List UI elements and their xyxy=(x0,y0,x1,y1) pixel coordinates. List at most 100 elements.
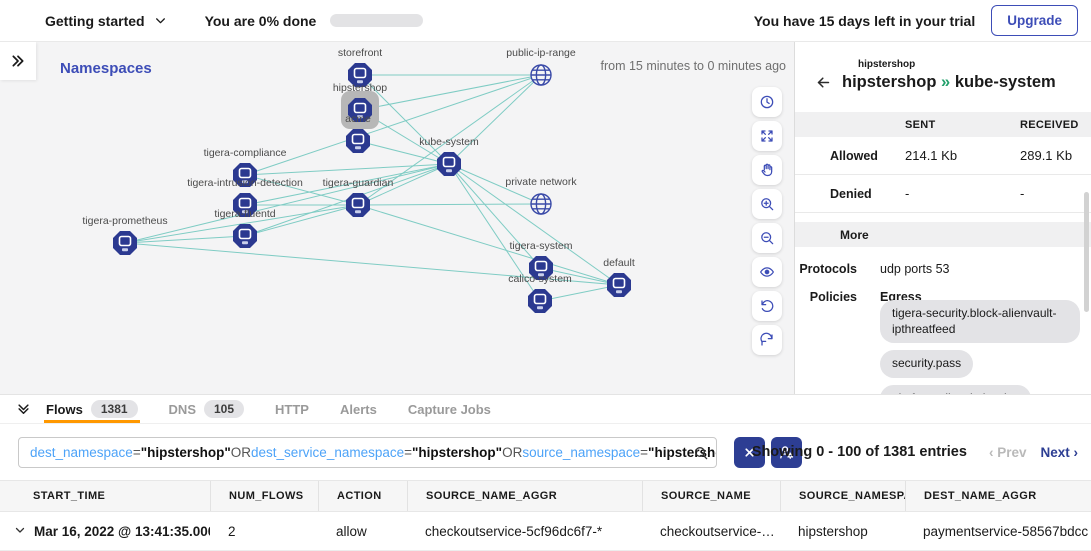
refresh-button[interactable] xyxy=(752,325,782,355)
graph-edge xyxy=(124,163,450,244)
graph-node-label: tigera-guardian xyxy=(322,177,394,189)
getting-started-menu[interactable]: Getting started xyxy=(45,13,167,29)
eye-icon xyxy=(760,267,774,277)
table-cell: paymentservice-58567bdcc xyxy=(923,523,1089,539)
graph-node-label: calico-system xyxy=(508,273,572,285)
policy-pill[interactable]: tigera-security.block-alienvault-ipthrea… xyxy=(880,300,1080,344)
trial-days-text: You have 15 days left in your trial xyxy=(753,12,976,29)
table-cell: checkoutservice-5cf96dc6f7-* xyxy=(425,523,603,539)
policy-pill[interactable]: security.pass xyxy=(880,350,974,378)
prev-page-button[interactable]: ‹ Prev xyxy=(988,444,1027,460)
details-title: hipstershop » kube-system xyxy=(842,73,1056,92)
column-header-start_time[interactable]: START_TIME xyxy=(33,490,106,502)
fit-screen-button[interactable] xyxy=(752,121,782,151)
graph-node-label: tigera-intrusion-detection xyxy=(187,177,303,189)
graph-node-private-network[interactable] xyxy=(526,189,556,224)
query-token-field: dest_service_namespace xyxy=(251,444,405,460)
progress-label: You are 0% done xyxy=(204,12,317,29)
back-arrow-icon[interactable] xyxy=(815,74,832,91)
graph-node-public-ip-range[interactable] xyxy=(526,60,556,95)
chevron-down-icon xyxy=(155,18,165,24)
upgrade-button[interactable]: Upgrade xyxy=(991,5,1078,36)
details-title-separator: » xyxy=(941,73,951,91)
graph-node-default[interactable] xyxy=(606,272,632,303)
pan-hand-button[interactable] xyxy=(752,155,782,185)
flows-search-input[interactable]: dest_namespace = "hipstershop" OR dest_s… xyxy=(18,436,717,468)
column-header-action[interactable]: ACTION xyxy=(318,481,407,511)
pan-hand-icon xyxy=(761,163,773,177)
policies-label: Policies xyxy=(809,290,857,304)
graph-edge xyxy=(244,174,359,206)
graph-node-label: tigera-prometheus xyxy=(82,215,168,227)
stats-header-row: SENT RECEIVED xyxy=(795,112,1091,137)
clock-button[interactable] xyxy=(752,87,782,117)
user-gear-icon xyxy=(780,445,794,459)
query-token-field: dest_namespace xyxy=(30,444,133,460)
tab-label: Capture Jobs xyxy=(407,401,491,417)
graph-node-tigera-compliance[interactable] xyxy=(232,162,258,193)
graph-edge xyxy=(539,284,620,302)
graph-node-label: tigera-fluentd xyxy=(214,208,276,220)
graph-node-acme[interactable] xyxy=(345,128,371,159)
graph-node-label: public-ip-range xyxy=(506,47,576,59)
tab-alerts[interactable]: Alerts xyxy=(340,395,377,423)
undo-icon xyxy=(761,300,774,312)
row-expand-icon[interactable] xyxy=(14,524,26,539)
protocols-label: Protocols xyxy=(799,262,857,276)
graph-node-calico-system[interactable] xyxy=(527,288,553,319)
more-section-header: More xyxy=(795,222,1091,247)
tab-label: Alerts xyxy=(339,401,377,417)
tab-http[interactable]: HTTP xyxy=(275,395,309,423)
details-title-dest: kube-system xyxy=(954,73,1056,91)
details-eyebrow: hipstershop xyxy=(858,59,916,70)
column-header-num_flows[interactable]: NUM_FLOWS xyxy=(210,481,318,511)
collapse-bottom-panel-button[interactable] xyxy=(0,395,46,423)
column-header-source_name[interactable]: SOURCE_NAME xyxy=(642,481,780,511)
undo-button[interactable] xyxy=(752,291,782,321)
tab-capture-jobs[interactable]: Capture Jobs xyxy=(408,395,491,423)
column-header-source_namespace[interactable]: SOURCE_NAMESPACE xyxy=(780,481,905,511)
next-page-button[interactable]: Next › xyxy=(1040,444,1078,460)
column-header-dest_name_aggr[interactable]: DEST_NAME_AGGR xyxy=(905,481,1091,511)
eye-button[interactable] xyxy=(752,257,782,287)
column-header-source_name_aggr[interactable]: SOURCE_NAME_AGGR xyxy=(407,481,642,511)
denied-label: Denied xyxy=(830,186,872,201)
tab-count-badge: 105 xyxy=(204,400,245,418)
zoom-out-icon xyxy=(761,232,774,245)
zoom-in-button[interactable] xyxy=(752,189,782,219)
allowed-sent-value: 214.1 Kb xyxy=(905,148,958,163)
details-scrollbar[interactable] xyxy=(1084,192,1089,312)
clear-filter-button[interactable] xyxy=(734,436,765,468)
policy-pill-list: tigera-security.block-alienvault-ipthrea… xyxy=(880,300,1080,394)
expand-sidebar-button[interactable] xyxy=(0,42,36,80)
graph-edge xyxy=(359,74,542,111)
graph-node-storefront[interactable] xyxy=(347,62,373,93)
graph-edge xyxy=(244,163,450,206)
allowed-received-value: 289.1 Kb xyxy=(1020,148,1073,163)
query-token-op: OR xyxy=(502,444,523,460)
zoom-out-button[interactable] xyxy=(752,223,782,253)
getting-started-label: Getting started xyxy=(45,12,145,29)
graph-toolbar xyxy=(752,87,782,355)
graph-node-label: storefront xyxy=(337,47,383,59)
query-token-op: = xyxy=(640,444,649,460)
graph-node-tigera-intrusion-detection[interactable] xyxy=(232,192,258,223)
user-settings-button[interactable] xyxy=(771,436,802,468)
graph-node-tigera-prometheus[interactable] xyxy=(112,230,138,261)
graph-node-tigera-fluentd[interactable] xyxy=(232,223,258,254)
graph-edge xyxy=(448,163,541,302)
cell-start-time: Mar 16, 2022 @ 13:41:35.000 xyxy=(34,523,210,539)
graph-node-tigera-system[interactable] xyxy=(528,255,554,286)
graph-node-hipstershop[interactable] xyxy=(347,97,373,128)
refresh-icon xyxy=(760,332,773,346)
double-chevron-down-icon xyxy=(17,403,29,414)
query-token-op: = xyxy=(404,444,413,460)
graph-node-tigera-guardian[interactable] xyxy=(345,192,371,223)
graph-node-kube-system[interactable] xyxy=(436,151,462,182)
policy-pill[interactable]: platform.allow-kube-dns xyxy=(880,384,1032,394)
